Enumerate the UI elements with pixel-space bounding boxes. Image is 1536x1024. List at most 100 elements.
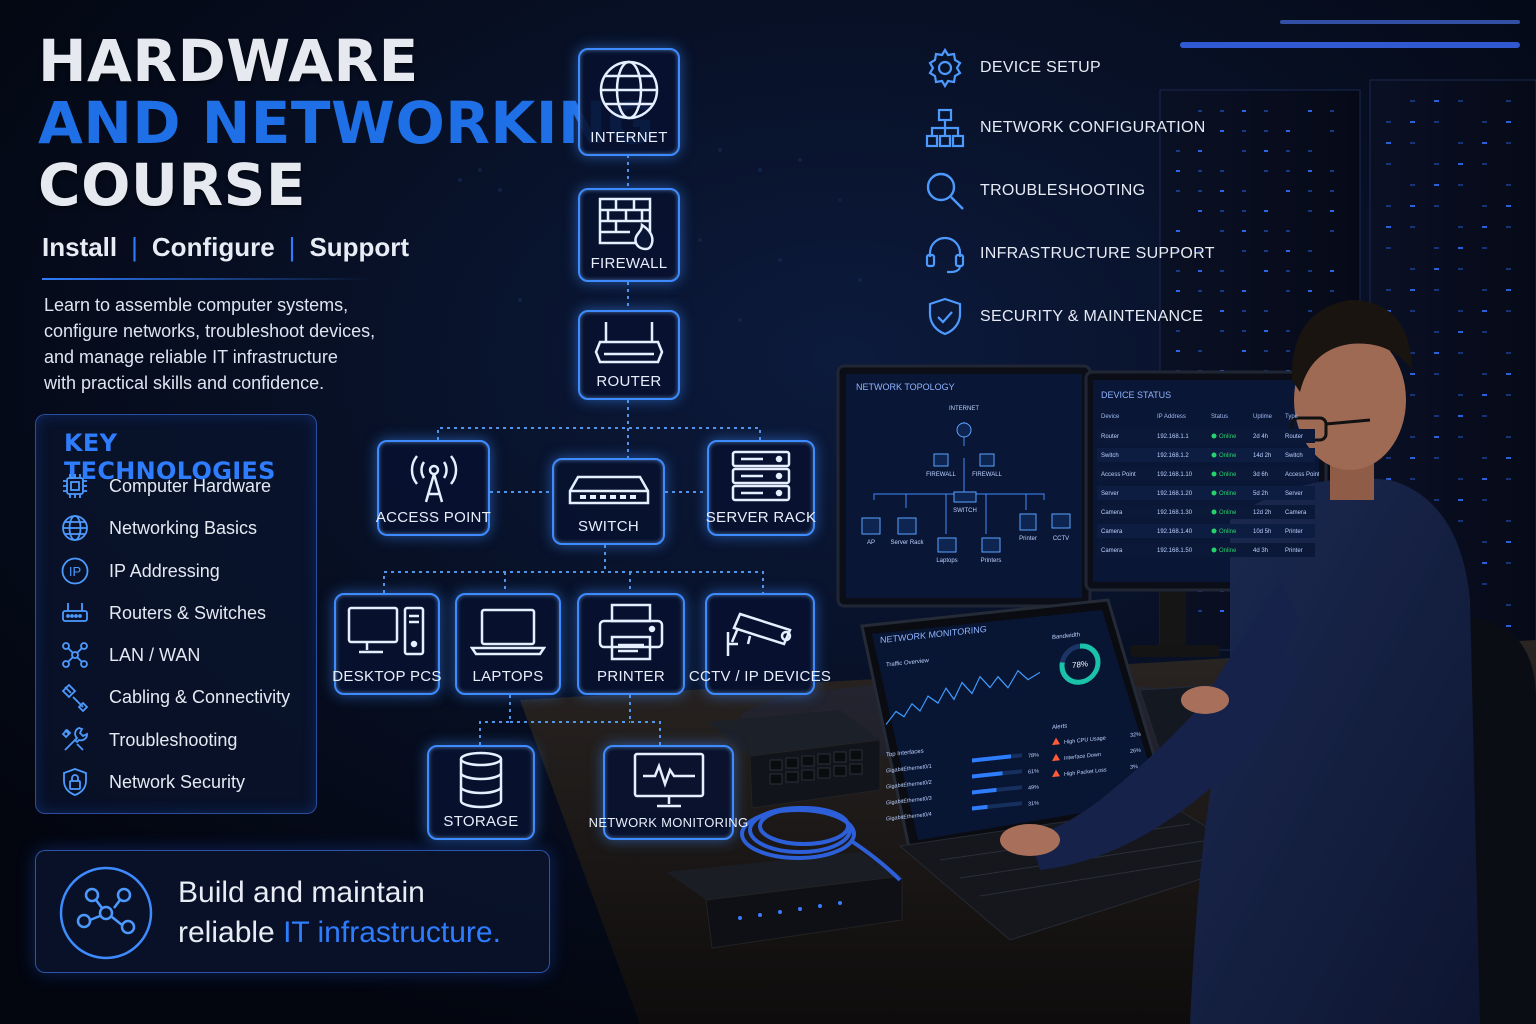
table-cell: 10d 5h	[1253, 529, 1271, 535]
monitor-pulse-icon	[605, 747, 732, 815]
rack-light	[1482, 310, 1487, 312]
wifi-antenna-icon	[379, 442, 488, 509]
rack-light	[1410, 436, 1415, 438]
rack-light	[1506, 310, 1511, 312]
rack-light	[1458, 436, 1463, 438]
table-cell: 5d 2h	[1253, 491, 1268, 497]
laptop-title: NETWORK MONITORING	[880, 624, 987, 645]
rack-light	[1220, 270, 1224, 272]
rack-light	[1458, 394, 1463, 396]
table-cell: 4d 3h	[1253, 548, 1268, 554]
table-cell: 14d 2h	[1253, 453, 1271, 459]
online-dot	[1211, 471, 1217, 477]
table-cell: 192.168.1.2	[1157, 453, 1189, 459]
rack-light	[1458, 247, 1463, 249]
desktop-icon	[336, 595, 438, 668]
globe-icon	[58, 511, 92, 545]
table-cell: Switch	[1285, 453, 1303, 459]
rack-light	[1482, 478, 1487, 480]
rack-light	[1386, 247, 1391, 249]
online-dot	[1211, 490, 1217, 496]
table-row	[1097, 467, 1315, 481]
topology-label: FIREWALL	[972, 472, 1002, 478]
rack-light	[1264, 170, 1268, 172]
callout-line-2-accent: IT infrastructure.	[283, 916, 501, 949]
node-server-rack: SERVER RACK	[706, 440, 816, 536]
rack-light	[1264, 330, 1268, 332]
cable-icon	[58, 680, 92, 714]
rack-light	[1434, 499, 1439, 501]
rack-light	[1410, 394, 1415, 396]
alert-percent: 26%	[1130, 748, 1141, 755]
rack-light	[1176, 230, 1180, 232]
rack-light	[1176, 270, 1180, 272]
key-technologies-panel: KEY TECHNOLOGIES Computer Hardware Netwo…	[35, 414, 317, 814]
title-line-1: HARDWARE	[38, 27, 419, 95]
interface-bar-fill	[972, 754, 1011, 763]
rack-light	[1386, 226, 1391, 228]
rack-light	[1506, 205, 1511, 207]
table-cell: 12d 2h	[1253, 510, 1271, 516]
node-firewall: FIREWALL	[578, 188, 680, 282]
table-cell: Server	[1285, 491, 1303, 497]
headset-icon	[922, 232, 968, 276]
rack-light	[1482, 499, 1487, 501]
rack-light	[1434, 184, 1439, 186]
rack-light	[1308, 170, 1312, 172]
rack-light	[1506, 457, 1511, 459]
rack-light	[1242, 190, 1246, 192]
rack-light	[1482, 457, 1487, 459]
switch-icon	[554, 460, 663, 518]
monitor-network-topology: NETWORK TOPOLOGY INTERNET FIREWALL FIREW…	[856, 382, 1071, 564]
rack-light	[1506, 121, 1511, 123]
feature-network-configuration: NETWORK CONFIGURATION	[922, 106, 1206, 150]
topology-label: SWITCH	[953, 508, 977, 514]
node-label: STORAGE	[443, 813, 519, 830]
interface-percent: 49%	[1028, 784, 1039, 791]
rack-light	[1506, 562, 1511, 564]
rack-light	[1458, 268, 1463, 270]
rack-light	[1506, 100, 1511, 102]
topology-label: Printer	[1019, 536, 1037, 542]
interface-bar-fill	[972, 787, 997, 795]
rack-light	[1242, 230, 1246, 232]
rack-light	[1198, 190, 1202, 192]
rack-light	[1434, 331, 1439, 333]
rack-light	[1458, 100, 1463, 102]
online-dot	[1211, 433, 1217, 439]
intro-line: and manage reliable IT infrastructure	[44, 347, 338, 367]
rack-light	[1482, 415, 1487, 417]
node-printer: PRINTER	[577, 593, 685, 695]
rack-light	[1264, 250, 1268, 252]
rack-light	[1308, 250, 1312, 252]
node-label: ROUTER	[596, 373, 662, 390]
table-row	[1097, 486, 1315, 500]
node-label: SWITCH	[578, 518, 639, 535]
rack-light	[1308, 190, 1312, 192]
rack-light	[1458, 142, 1463, 144]
rack-light	[1198, 110, 1202, 112]
rack-light	[1506, 373, 1511, 375]
rack-light	[1458, 499, 1463, 501]
rack-light	[1242, 310, 1246, 312]
rack-light	[1434, 268, 1439, 270]
rack-light	[1506, 142, 1511, 144]
callout-line-2: reliable IT infrastructure.	[178, 913, 501, 953]
rack-light	[1506, 436, 1511, 438]
rack-light	[1458, 163, 1463, 165]
rack-light	[1506, 478, 1511, 480]
key-tech-label: Routers & Switches	[109, 602, 267, 623]
feature-security-maintenance: SECURITY & MAINTENANCE	[922, 295, 1203, 339]
rack-light	[1264, 110, 1268, 112]
rack-light	[1330, 130, 1334, 132]
rack-light	[1482, 289, 1487, 291]
node-cctv: CCTV / IP DEVICES	[689, 593, 831, 695]
rack-light	[1264, 150, 1268, 152]
rack-light	[1458, 478, 1463, 480]
rack-light	[1242, 290, 1246, 292]
alert-warning-icon	[1052, 737, 1060, 746]
table-cell: Online	[1219, 510, 1237, 516]
interfaces-title: Top Interfaces	[886, 749, 924, 759]
rack-light	[1458, 331, 1463, 333]
node-label: LAPTOPS	[472, 668, 544, 685]
